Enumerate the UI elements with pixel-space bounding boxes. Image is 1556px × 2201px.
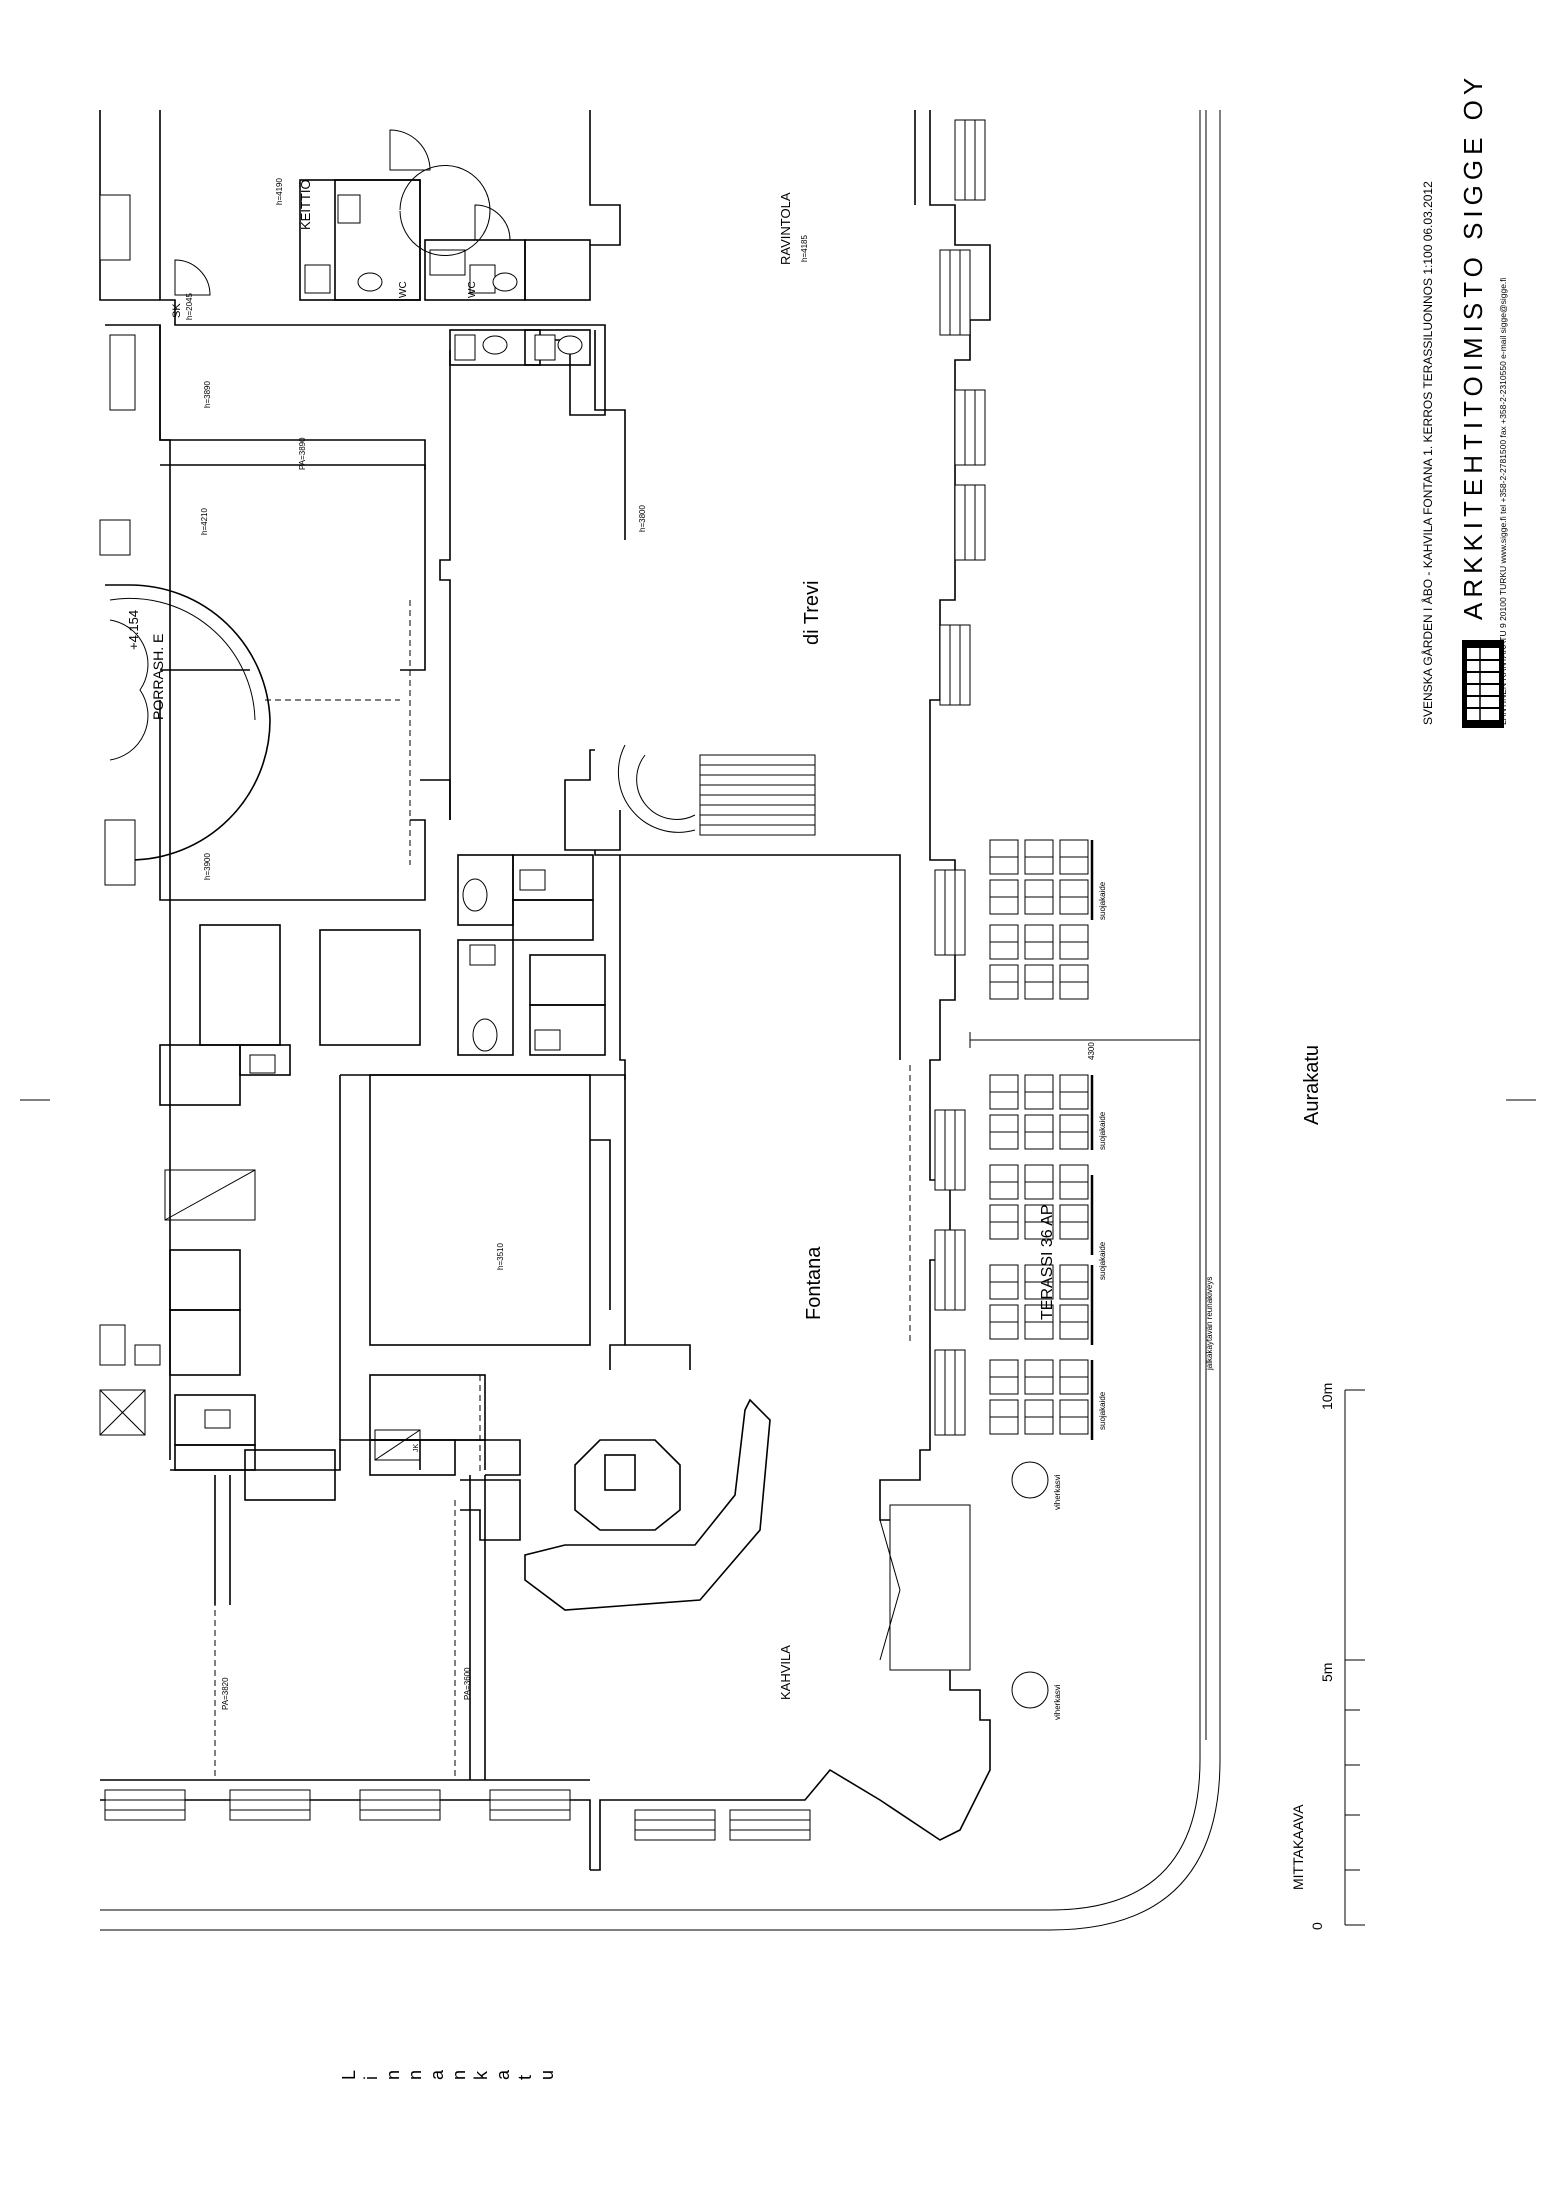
label-pa-3600: PA=3600 xyxy=(463,1667,472,1700)
planter-2 xyxy=(1011,1671,1049,1709)
scale-tick-0: 0 xyxy=(1309,1922,1325,1930)
linnankatu-letter: u xyxy=(537,2070,557,2080)
linnankatu-letter: n xyxy=(383,2070,403,2080)
windows-aurakatu xyxy=(879,119,986,1671)
label-h-3800: h=3800 xyxy=(638,505,647,532)
linnankatu-letter: i xyxy=(361,2076,381,2080)
labels: KEITTIÖ h=4190 WC WC SK h=2045 RAVINTOLA… xyxy=(126,73,1508,1930)
label-curb-note: jalkakäytävän reunakiveys xyxy=(1205,1277,1214,1371)
linnankatu-letter: a xyxy=(427,2069,447,2080)
scale-bar-title: MITTAKAAVA xyxy=(1290,1804,1306,1890)
stair-treads xyxy=(700,764,815,826)
street-curb-lines xyxy=(100,110,1221,1931)
planter-1 xyxy=(1011,1461,1049,1499)
label-wc-1: WC xyxy=(398,281,409,298)
label-plant-2: viherkasvi xyxy=(1053,1684,1062,1720)
label-screen-2: suojakaide xyxy=(1098,1111,1107,1150)
terrace-dimension xyxy=(969,1032,1201,1048)
label-h-4210: h=4210 xyxy=(200,508,209,535)
linnankatu-letter: t xyxy=(515,2075,535,2080)
label-porrash-level: +4.154 xyxy=(126,610,141,650)
firm-name: ARKKITEHTITOIMISTO SIGGE OY xyxy=(1458,73,1488,620)
label-sk: SK xyxy=(171,303,183,318)
scale-tick-10m: 10m xyxy=(1319,1383,1335,1410)
project-title: SVENSKA GÅRDEN I ÅBO - KAHVILA FONTANA 1… xyxy=(1420,181,1435,725)
label-keittio-h: h=4190 xyxy=(275,178,284,205)
label-jk: JK xyxy=(413,1444,420,1453)
label-ravintola-h: h=4185 xyxy=(800,235,809,262)
linnankatu-letter: n xyxy=(405,2070,425,2080)
label-plant-1: viherkasvi xyxy=(1053,1474,1062,1510)
label-porrash: PORRASH. E xyxy=(150,634,166,720)
building-walls xyxy=(99,110,991,1871)
label-screen-4: suojakaide xyxy=(1098,1391,1107,1430)
label-fontana: Fontana xyxy=(803,1246,825,1320)
label-h-3510: h=3510 xyxy=(496,1243,505,1270)
label-h-3890: h=3890 xyxy=(203,381,212,408)
label-dimension: 4300 xyxy=(1087,1042,1096,1060)
windows-west xyxy=(99,194,136,886)
scale-tick-5m: 5m xyxy=(1319,1663,1335,1682)
label-wc-2: WC xyxy=(467,281,478,298)
linnankatu-letter: k xyxy=(471,2070,491,2080)
label-screen-1: suojakaide xyxy=(1098,881,1107,920)
label-pa-3890: PA=3890 xyxy=(298,437,307,470)
scale-bar xyxy=(1344,1389,1365,1926)
firm-address: LÄNTINEN RANTAKATU 9 20100 TURKU www.sig… xyxy=(1498,277,1508,725)
label-ravintola: RAVINTOLA xyxy=(778,192,793,265)
label-sk-h: h=2045 xyxy=(185,293,194,320)
label-kahvila: KAHVILA xyxy=(778,1645,793,1700)
interior-walls xyxy=(99,179,911,1780)
linnankatu-letter: L xyxy=(339,2070,359,2080)
linnankatu-letter: n xyxy=(449,2070,469,2080)
label-pa-3820: PA=3820 xyxy=(221,1677,230,1710)
label-terrace: TERASSI 36 AP xyxy=(1039,1204,1056,1320)
terrace-furniture xyxy=(989,839,1094,1440)
linnankatu-letter: a xyxy=(493,2069,513,2080)
street-aurakatu: Aurakatu xyxy=(1301,1045,1323,1125)
label-screen-3: suojakaide xyxy=(1098,1241,1107,1280)
sigge-logo xyxy=(1462,640,1504,728)
label-di-trevi: di Trevi xyxy=(801,581,823,645)
label-h-3900: h=3900 xyxy=(203,853,212,880)
label-keittio: KEITTIÖ xyxy=(298,179,313,230)
sanitary-fixtures xyxy=(99,194,583,1429)
windows-linnankatu xyxy=(104,1789,811,1841)
door-swings xyxy=(174,129,511,296)
